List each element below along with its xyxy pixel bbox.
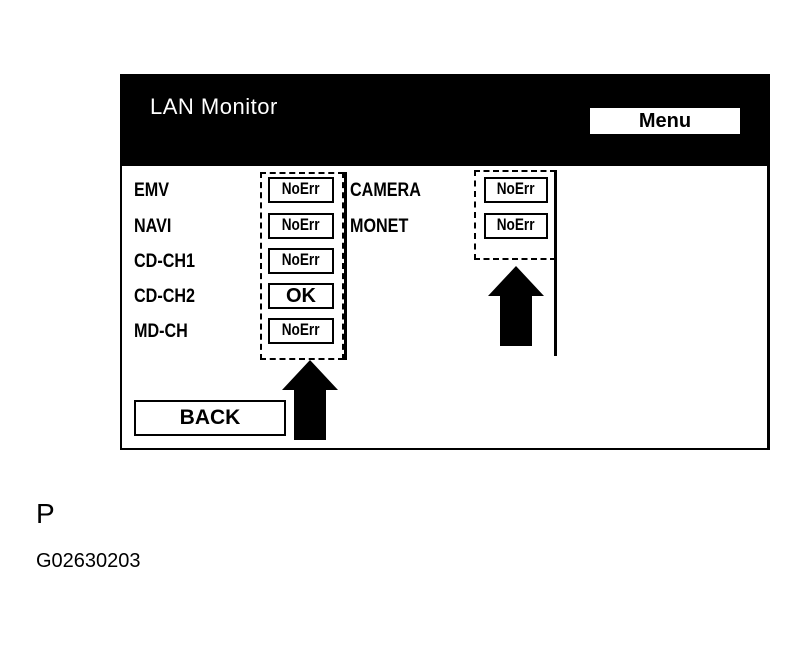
left-divider-line <box>344 172 347 360</box>
status-monet: NoErr <box>484 213 548 239</box>
status-cd-ch1: NoErr <box>268 248 334 274</box>
device-label-monet: MONET <box>350 216 409 237</box>
device-label-cd-ch2: CD-CH2 <box>134 286 196 307</box>
right-divider-line <box>554 170 557 356</box>
figure-code: G02630203 <box>36 550 141 572</box>
up-arrow-icon <box>282 360 338 440</box>
back-button[interactable]: BACK <box>134 400 286 436</box>
screen-right-border <box>767 166 770 448</box>
up-arrow-icon <box>488 266 544 346</box>
title-bar: LAN Monitor Menu <box>122 76 768 166</box>
device-label-emv: EMV <box>134 180 170 201</box>
menu-button[interactable]: Menu <box>588 106 742 136</box>
status-camera: NoErr <box>484 177 548 203</box>
device-label-navi: NAVI <box>134 216 172 237</box>
device-label-md-ch: MD-CH <box>134 321 188 342</box>
status-md-ch: NoErr <box>268 318 334 344</box>
status-navi: NoErr <box>268 213 334 239</box>
device-label-camera: CAMERA <box>350 180 421 201</box>
device-label-cd-ch1: CD-CH1 <box>134 251 196 272</box>
screen-title: LAN Monitor <box>150 94 278 119</box>
figure-letter: P <box>36 498 55 529</box>
status-emv: NoErr <box>268 177 334 203</box>
status-cd-ch2: OK <box>268 283 334 309</box>
lan-monitor-screen: LAN Monitor Menu EMV NAVI CD-CH1 CD-CH2 … <box>120 74 770 450</box>
left-status-highlight <box>260 172 344 360</box>
